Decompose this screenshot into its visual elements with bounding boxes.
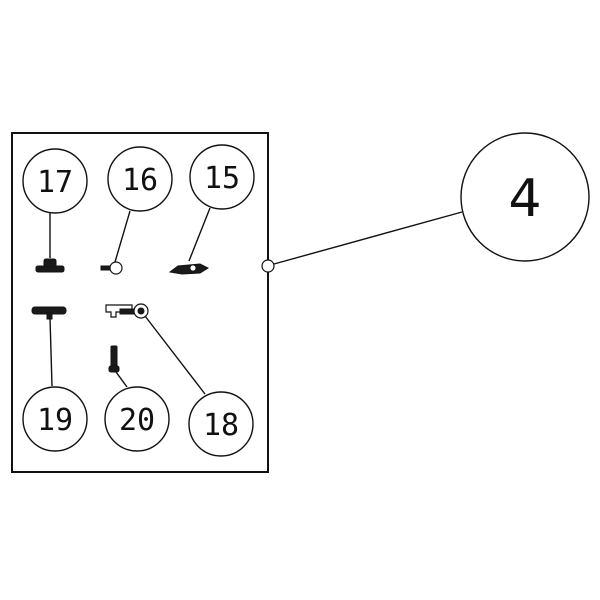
leader-18: [144, 315, 206, 395]
label-16: 16: [122, 163, 158, 198]
bubble-19: [22, 386, 88, 452]
callout-19: 19: [22, 317, 88, 452]
part-16-icon: [100, 261, 123, 275]
assembly-bubble: [460, 132, 590, 262]
attach-point: [261, 259, 275, 273]
assembly-callout: 4: [261, 132, 590, 273]
label-20: 20: [119, 403, 155, 438]
label-17: 17: [37, 165, 73, 200]
part-19-icon: [31, 306, 67, 320]
callout-18: 18: [144, 315, 254, 457]
leader-15: [188, 207, 211, 262]
part-15-icon: [168, 263, 210, 275]
label-18: 18: [203, 408, 239, 443]
kit-frame: [11, 132, 269, 473]
callout-15: 15: [188, 144, 255, 262]
assembly-number: 4: [508, 169, 541, 229]
callout-16: 16: [107, 146, 173, 263]
callout-17: 17: [22, 148, 88, 258]
leader-16: [114, 210, 131, 263]
bubble-16: [107, 146, 173, 212]
leader-20: [115, 371, 128, 388]
part-18-icon: [105, 303, 149, 319]
label-15: 15: [204, 161, 240, 196]
bubble-15: [189, 144, 255, 210]
label-19: 19: [37, 403, 73, 438]
bubble-20: [104, 386, 170, 452]
leader-19: [49, 317, 53, 387]
assembly-leader-line: [273, 211, 463, 265]
part-17-icon: [35, 258, 65, 273]
bubble-18: [188, 391, 254, 457]
bubble-17: [22, 148, 88, 214]
callout-20: 20: [104, 371, 170, 452]
part-20-icon: [108, 345, 120, 373]
